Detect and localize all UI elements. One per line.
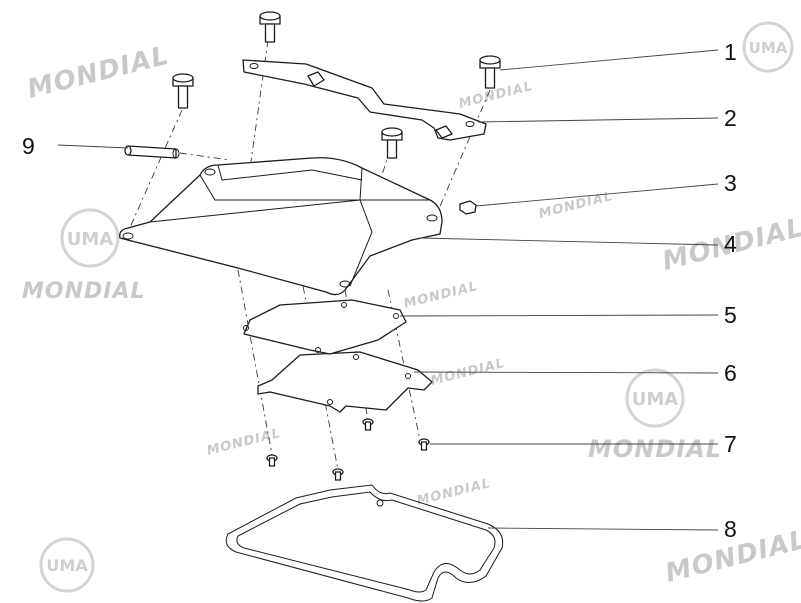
bolt xyxy=(381,127,403,159)
watermark: MONDIAL xyxy=(415,476,492,509)
callout-2: 2 xyxy=(724,105,737,131)
uma-logo: UMA xyxy=(39,537,95,593)
bolt xyxy=(172,73,194,109)
callout-labels: 1 2 3 4 5 6 7 8 9 xyxy=(22,39,737,542)
watermark: MONDIAL xyxy=(22,279,146,304)
uma-logo: UMA xyxy=(625,368,685,428)
watermark: MONDIAL xyxy=(402,279,479,312)
callout-3: 3 xyxy=(724,170,737,196)
screw xyxy=(362,418,374,431)
screw xyxy=(418,438,430,451)
part-6-plate xyxy=(257,351,433,413)
callout-8: 8 xyxy=(724,516,737,542)
screw xyxy=(332,468,344,481)
bolt xyxy=(259,11,281,43)
callout-7: 7 xyxy=(724,431,737,457)
part-9-pin xyxy=(124,145,180,159)
watermark: MONDIAL xyxy=(457,79,534,112)
watermark: MONDIAL xyxy=(205,426,282,459)
watermark: MONDIAL xyxy=(537,189,614,222)
uma-logo: UMA xyxy=(60,208,120,268)
part-7-screws xyxy=(266,418,430,481)
watermark: MONDIAL xyxy=(588,435,722,463)
logo-text: UMA xyxy=(67,229,114,250)
logo-text: UMA xyxy=(46,556,88,575)
uma-logo: UMA xyxy=(742,21,794,73)
part-4-cover xyxy=(119,157,443,296)
callout-6: 6 xyxy=(724,360,737,386)
part-5-gasket xyxy=(243,299,407,355)
logo-text: UMA xyxy=(749,39,788,57)
callout-4: 4 xyxy=(724,231,737,257)
callout-9: 9 xyxy=(22,133,35,159)
part-1-bolts xyxy=(172,11,501,159)
callout-1: 1 xyxy=(724,39,737,65)
part-2-bracket xyxy=(242,59,487,141)
part-8-gasket xyxy=(225,484,504,602)
bolt xyxy=(479,55,501,89)
part-3-nut xyxy=(459,200,477,215)
screw xyxy=(266,454,278,467)
logo-text: UMA xyxy=(632,389,679,410)
leader-lines xyxy=(57,49,719,531)
watermark: MONDIAL xyxy=(24,41,172,105)
callout-5: 5 xyxy=(724,302,737,328)
